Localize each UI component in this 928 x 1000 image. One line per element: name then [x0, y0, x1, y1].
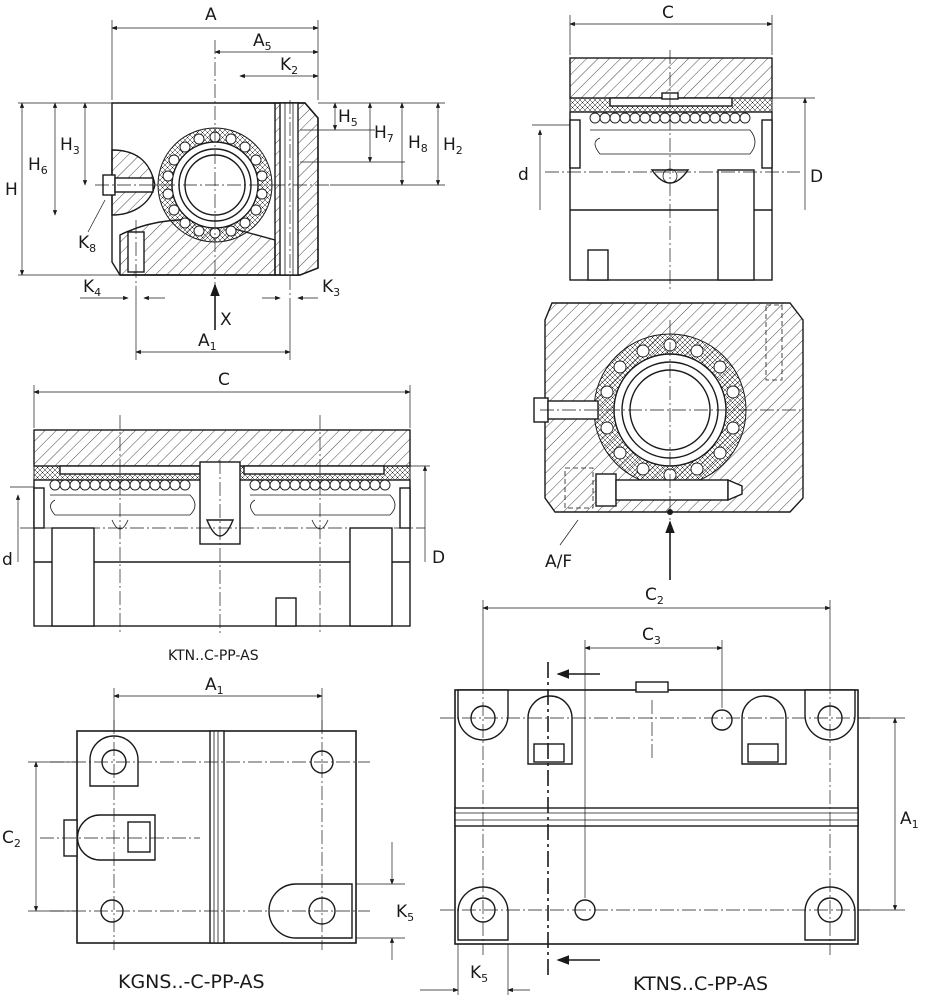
- label-C3: C3: [642, 625, 661, 647]
- label-C2-right: C2: [645, 585, 664, 607]
- side-section-view: [532, 15, 815, 290]
- label-C-mid: C: [218, 370, 230, 390]
- label-H5: H5: [338, 107, 358, 129]
- view4-labels: A/F: [545, 552, 572, 572]
- ktn-cross-section-view: [533, 302, 804, 580]
- label-D-top: D: [810, 167, 823, 187]
- label-A1-top: A1: [198, 331, 217, 353]
- view1-labels: A A5 K2 H H6 H3 H5 H7 H8 H2 K8 K4 K3 X A…: [5, 5, 463, 353]
- label-d-mid: d: [2, 550, 13, 570]
- label-A1-right: A1: [900, 809, 919, 831]
- view6-labels: C2 C3 A1 K5 KTNS..C-PP-AS: [470, 585, 919, 995]
- kgns-plan-view: [28, 688, 405, 960]
- ktn-balls: [49, 479, 391, 491]
- label-H: H: [5, 180, 18, 200]
- view5-labels: A1 C2 K5 KGNS..-C-PP-AS: [2, 675, 414, 993]
- caption-ktn: KTN..C-PP-AS: [168, 648, 259, 664]
- label-A1-bottomleft: A1: [205, 675, 224, 697]
- view3-labels: C d D KTN..C-PP-AS: [2, 370, 445, 664]
- label-H3: H3: [60, 135, 80, 157]
- label-AF: A/F: [545, 552, 572, 572]
- label-K5-right: K5: [470, 963, 488, 985]
- side-balls: [589, 112, 751, 124]
- label-K8: K8: [78, 233, 96, 255]
- label-A5: A5: [253, 31, 272, 53]
- label-K4: K4: [83, 277, 101, 299]
- label-K3: K3: [322, 277, 340, 299]
- label-H2: H2: [443, 135, 463, 157]
- caption-ktns: KTNS..C-PP-AS: [633, 973, 768, 995]
- label-D-mid: D: [432, 548, 445, 568]
- caption-kgns: KGNS..-C-PP-AS: [118, 971, 265, 993]
- cross-balls: [600, 338, 740, 482]
- kgns-front-section-view: [18, 20, 445, 360]
- bearing-balls: [162, 131, 268, 239]
- label-C2-left: C2: [2, 828, 21, 850]
- label-H8: H8: [408, 133, 428, 155]
- label-d-top: d: [518, 165, 529, 185]
- label-H7: H7: [374, 123, 394, 145]
- label-H6: H6: [28, 155, 48, 177]
- label-C-top: C: [662, 3, 674, 23]
- ktn-long-section-view: [10, 385, 430, 635]
- label-K5-left: K5: [396, 902, 414, 924]
- label-X: X: [220, 310, 232, 330]
- label-K2: K2: [280, 55, 298, 77]
- ktns-plan-view: [420, 600, 905, 995]
- view2-labels: C d D: [518, 3, 823, 187]
- label-A: A: [205, 5, 217, 25]
